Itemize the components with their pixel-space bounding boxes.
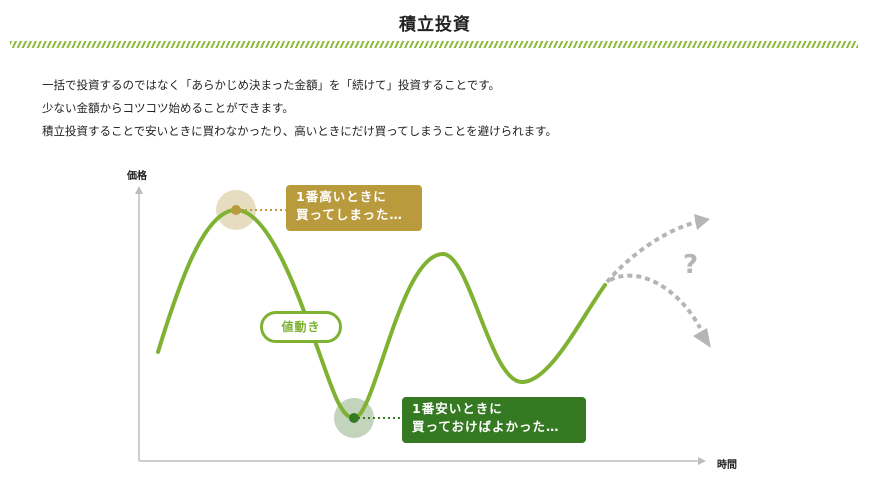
future-uncertainty-arrows <box>605 214 711 348</box>
price-movement-label: 値動き <box>260 311 342 343</box>
high-callout-line-2: 買ってしまった… <box>296 207 403 222</box>
description-line-2: 少ない金額からコツコツ始めることができます。 <box>42 101 294 115</box>
high-point-marker <box>231 205 241 215</box>
price-curve <box>156 207 607 421</box>
decorative-stripe-divider <box>10 41 858 48</box>
high-callout-line-1: 1番高いときに <box>296 189 387 204</box>
low-price-callout: 1番安いときに 買っておけばよかった… <box>402 397 586 443</box>
high-price-callout: 1番高いときに 買ってしまった… <box>286 185 422 231</box>
up-arrow-icon <box>694 214 710 230</box>
description-line-3: 積立投資することで安いときに買わなかったり、高いときにだけ買ってしまうことを避け… <box>42 124 557 138</box>
description-line-1: 一括で投資するのではなく「あらかじめ決まった金額」を「続けて」投資することです。 <box>42 78 501 92</box>
y-axis-arrow-icon <box>135 186 143 194</box>
y-axis-label: 価格 <box>127 171 147 182</box>
down-arrow-icon <box>693 328 711 348</box>
x-axis-label: 時間 <box>717 460 737 471</box>
axes <box>135 186 706 465</box>
low-point-marker <box>349 413 359 423</box>
question-mark-icon: ? <box>683 250 699 280</box>
low-callout-line-2: 買っておけばよかった… <box>412 419 560 434</box>
low-callout-line-1: 1番安いときに <box>412 401 503 416</box>
page-title: 積立投資 <box>399 15 471 35</box>
description: 一括で投資するのではなく「あらかじめ決まった金額」を「続けて」投資することです。… <box>42 74 557 143</box>
x-axis-arrow-icon <box>698 457 706 465</box>
